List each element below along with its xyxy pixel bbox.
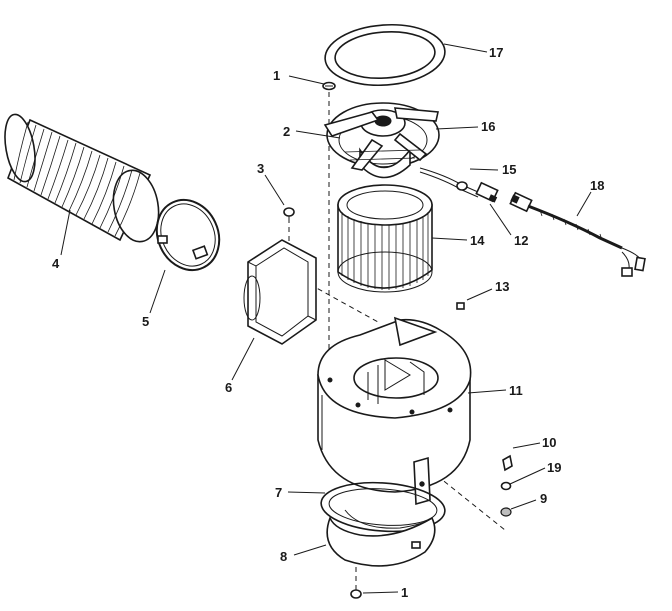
flat-washer[interactable] — [500, 507, 512, 517]
wire-harness[interactable] — [509, 191, 646, 277]
callout-16: 16 — [481, 119, 495, 134]
hose-clamp[interactable] — [146, 190, 231, 281]
callout-17: 17 — [489, 45, 503, 60]
screw-top[interactable] — [322, 81, 336, 91]
callout-19: 19 — [547, 460, 561, 475]
gasket-ring[interactable] — [323, 21, 447, 89]
callout-3: 3 — [257, 161, 264, 176]
flexible-duct[interactable] — [0, 112, 164, 245]
callout-10: 10 — [542, 435, 556, 450]
base-seal-ring[interactable] — [319, 479, 446, 536]
leader-lines — [60, 43, 592, 594]
callout-9: 9 — [540, 491, 547, 506]
callout-8: 8 — [280, 549, 287, 564]
callout-13: 13 — [495, 279, 509, 294]
blower-housing[interactable] — [317, 316, 472, 493]
screw-bottom[interactable] — [350, 589, 362, 599]
callout-5: 5 — [142, 314, 149, 329]
callout-18: 18 — [590, 178, 604, 193]
callout-7: 7 — [275, 485, 282, 500]
callout-11: 11 — [509, 383, 523, 398]
callout-1-bottom: 1 — [401, 585, 408, 600]
callout-14: 14 — [470, 233, 485, 248]
callout-15: 15 — [502, 162, 516, 177]
outlet-flange[interactable] — [243, 239, 317, 345]
callout-12: 12 — [514, 233, 528, 248]
base-plate[interactable] — [326, 509, 436, 567]
blower-motor[interactable] — [323, 102, 440, 179]
callout-labels: 1 17 2 16 15 12 18 14 13 3 4 5 6 11 10 1… — [52, 45, 604, 600]
lock-washer[interactable] — [500, 481, 512, 491]
callout-4: 4 — [52, 256, 60, 271]
bracket-screw[interactable] — [502, 454, 513, 472]
callout-2: 2 — [283, 124, 290, 139]
set-screw[interactable] — [456, 302, 465, 310]
callout-1-top: 1 — [273, 68, 280, 83]
screw-left[interactable] — [283, 207, 295, 222]
callout-6: 6 — [225, 380, 232, 395]
blower-wheel[interactable] — [337, 184, 433, 293]
motor-lead-wire[interactable] — [419, 167, 499, 203]
